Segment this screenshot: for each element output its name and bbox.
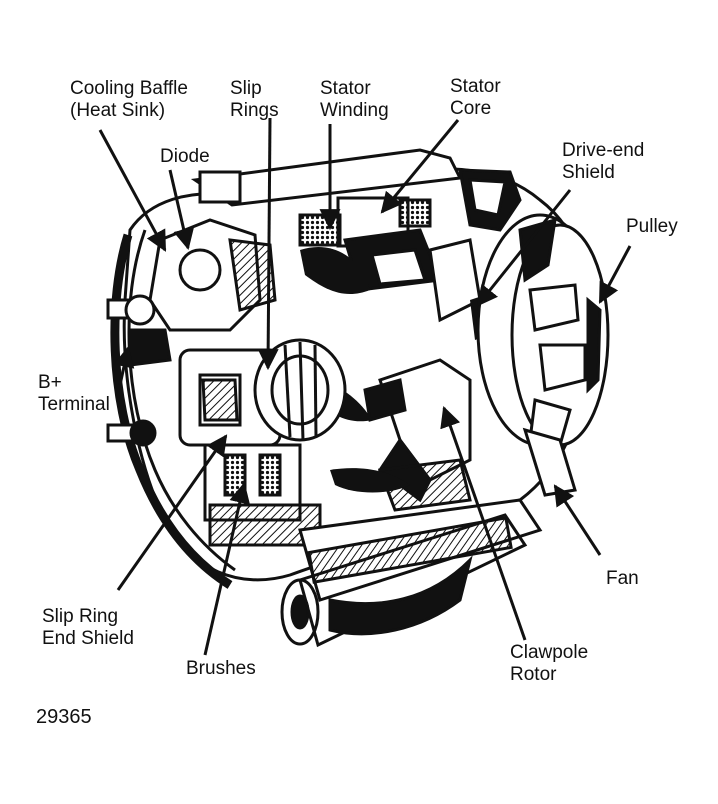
- label-diode: Diode: [160, 146, 210, 167]
- arrow-clawpole-rotor: [440, 406, 527, 641]
- leader-lines: [98, 117, 632, 656]
- label-slip-rings: Slip Rings: [230, 78, 279, 121]
- label-brushes: Brushes: [186, 658, 256, 679]
- arrow-fan: [553, 484, 602, 556]
- label-b-terminal: B+ Terminal: [38, 372, 110, 415]
- arrow-diode: [168, 169, 194, 251]
- label-pulley: Pulley: [626, 216, 678, 237]
- label-clawpole-rotor: Clawpole Rotor: [510, 642, 589, 685]
- label-fan: Fan: [606, 568, 639, 589]
- figure-number: 29365: [36, 706, 92, 728]
- slip-ring-assembly: [178, 338, 347, 447]
- label-slip-ring-end-shield: Slip Ring End Shield: [42, 606, 134, 649]
- mounting-lug: [280, 498, 543, 648]
- arrow-cooling-baffle: [98, 129, 167, 252]
- label-stator-winding: Stator Winding: [320, 78, 389, 121]
- arrow-slip-ring-end-shield: [116, 434, 228, 591]
- arrow-pulley: [598, 245, 632, 304]
- diode-heat-sink: [128, 218, 277, 367]
- label-drive-end-shield: Drive-end Shield: [562, 140, 645, 183]
- clawpole-rotor: [363, 238, 482, 512]
- fan-pulley: [476, 213, 610, 497]
- arrow-stator-core: [380, 119, 460, 214]
- arrow-b-terminal: [113, 345, 135, 386]
- label-stator-core: Stator Core: [450, 76, 501, 119]
- arrow-brushes: [203, 481, 251, 656]
- top-frame: [190, 148, 522, 232]
- label-cooling-baffle: Cooling Baffle (Heat Sink): [70, 78, 188, 121]
- arrow-drive-end-shield: [476, 189, 572, 307]
- b-plus-stud: [106, 294, 157, 447]
- arrow-slip-rings: [257, 117, 279, 371]
